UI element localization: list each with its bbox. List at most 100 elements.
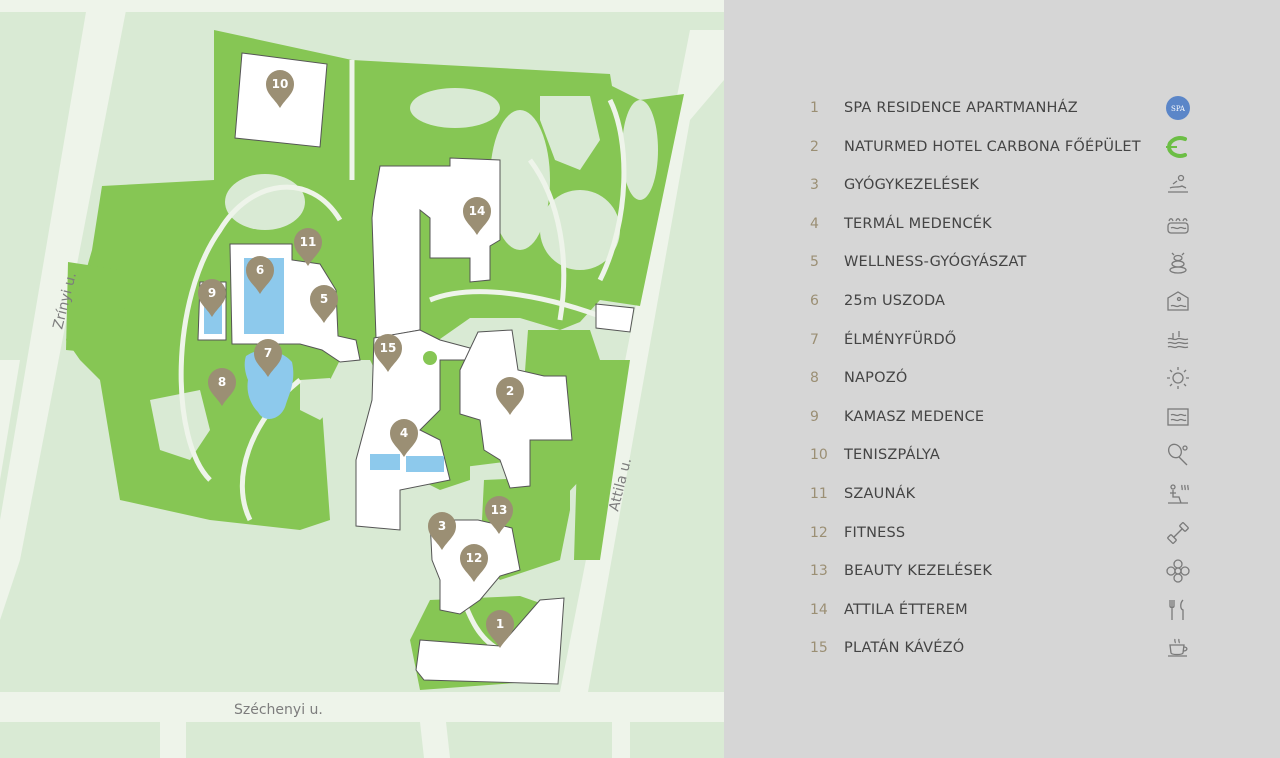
- map-pin-5[interactable]: 5: [310, 285, 338, 323]
- map-pin-12[interactable]: 12: [460, 544, 488, 582]
- legend-label: GYÓGYKEZELÉSEK: [844, 177, 980, 194]
- map-pin-number: 7: [264, 346, 272, 360]
- legend-item-8[interactable]: 8 NAPOZÓ: [810, 363, 1210, 393]
- map-canvas: Zrínyi u. Attila u. Széchenyi u. 1234567…: [0, 0, 724, 758]
- spa-logo-icon: SPA: [1164, 94, 1192, 122]
- thermal-pool-icon: [1164, 210, 1192, 238]
- map-pin-6[interactable]: 6: [246, 256, 274, 294]
- map-pin-marker: [198, 279, 226, 317]
- legend-item-9[interactable]: 9 KAMASZ MEDENCE: [810, 402, 1210, 432]
- map-pin-4[interactable]: 4: [390, 419, 418, 457]
- legend-item-15[interactable]: 15 PLATÁN KÁVÉZÓ: [810, 633, 1210, 663]
- lawns: [150, 88, 658, 460]
- map-pin-number: 14: [469, 204, 486, 218]
- map-pin-number: 10: [272, 77, 289, 91]
- legend-label: WELLNESS-GYÓGYÁSZAT: [844, 254, 1027, 271]
- legend-number: 4: [810, 215, 819, 232]
- map-pin-7[interactable]: 7: [254, 339, 282, 377]
- map-pin-10[interactable]: 10: [266, 70, 294, 108]
- map-pin-marker: [486, 610, 514, 648]
- map-pin-1[interactable]: 1: [486, 610, 514, 648]
- sauna-icon: [1164, 480, 1192, 508]
- map-pin-marker: [463, 197, 491, 235]
- map-pin-11[interactable]: 11: [294, 228, 322, 266]
- map-pin-number: 8: [218, 375, 226, 389]
- legend-label: ÉLMÉNYFÜRDŐ: [844, 331, 957, 348]
- map-pin-number: 13: [491, 503, 508, 517]
- map-pin-number: 15: [380, 341, 397, 355]
- map-pin-14[interactable]: 14: [463, 197, 491, 235]
- legend-label: FITNESS: [844, 524, 906, 541]
- kiosk: [595, 303, 635, 333]
- legend-label: BEAUTY KEZELÉSEK: [844, 563, 993, 580]
- spa-logo-text: SPA: [1171, 105, 1186, 113]
- dumbbell-icon: [1164, 519, 1192, 547]
- legend-item-2[interactable]: 2 NATURMED HOTEL CARBONA FŐÉPÜLET: [810, 132, 1210, 162]
- pools: [204, 258, 444, 472]
- legend-number: 13: [810, 563, 828, 580]
- map-pin-2[interactable]: 2: [496, 377, 524, 415]
- tennis-racket-icon: [1164, 441, 1192, 469]
- map-pin-number: 2: [506, 384, 514, 398]
- map-pin-marker: [485, 496, 513, 534]
- map-pin-marker: [374, 334, 402, 372]
- map-pin-marker: [266, 70, 294, 108]
- map-pin-number: 4: [400, 426, 408, 440]
- legend-number: 8: [810, 370, 819, 387]
- legend-item-13[interactable]: 13 BEAUTY KEZELÉSEK: [810, 556, 1210, 586]
- legend-number: 11: [810, 486, 828, 502]
- legend-label: PLATÁN KÁVÉZÓ: [844, 640, 965, 657]
- legend-label: ATTILA ÉTTEREM: [844, 601, 968, 618]
- teen-pool-icon: [1164, 403, 1192, 431]
- building-2: [459, 329, 573, 489]
- legend-number: 2: [810, 138, 819, 155]
- road-szechenyi: [0, 692, 724, 722]
- map-pin-9[interactable]: 9: [198, 279, 226, 317]
- flower-icon: [1164, 557, 1192, 585]
- coffee-cup-icon: [1164, 634, 1192, 662]
- legend-label: KAMASZ MEDENCE: [844, 408, 985, 425]
- legend-item-4[interactable]: 4 TERMÁL MEDENCÉK: [810, 209, 1210, 239]
- map-pin-number: 9: [208, 286, 216, 300]
- legend-number: 7: [810, 331, 819, 348]
- legend-label: TERMÁL MEDENCÉK: [844, 215, 992, 232]
- map-pin-number: 1: [496, 617, 504, 631]
- legend-item-3[interactable]: 3 GYÓGYKEZELÉSEK: [810, 170, 1210, 200]
- legend-item-12[interactable]: 12 FITNESS: [810, 518, 1210, 548]
- map-pin-number: 3: [438, 519, 446, 533]
- legend-number: 3: [810, 177, 819, 194]
- map-pin-13[interactable]: 13: [485, 496, 513, 534]
- adventure-bath-icon: [1164, 326, 1192, 354]
- wellness-stones-icon: [1164, 248, 1192, 276]
- road-zrinyi: [0, 0, 128, 620]
- pool-adventure: [244, 350, 294, 419]
- carbona-logo-icon: [1164, 133, 1192, 161]
- map-pin-number: 5: [320, 292, 328, 306]
- legend-label: NAPOZÓ: [844, 370, 908, 387]
- legend-number: 15: [810, 640, 828, 657]
- legend-number: 12: [810, 524, 828, 541]
- legend-number: 9: [810, 408, 819, 425]
- map-pin-marker: [310, 285, 338, 323]
- indoor-pool-icon: [1164, 287, 1192, 315]
- map-pin-8[interactable]: 8: [208, 368, 236, 406]
- map-pin-marker: [496, 377, 524, 415]
- street-label-szechenyi: Széchenyi u.: [234, 702, 323, 718]
- legend-number: 1: [810, 100, 819, 116]
- map-pin-number: 6: [256, 263, 264, 277]
- legend-item-7[interactable]: 7 ÉLMÉNYFÜRDŐ: [810, 325, 1210, 355]
- map-pin-3[interactable]: 3: [428, 512, 456, 550]
- legend-label: NATURMED HOTEL CARBONA FŐÉPÜLET: [844, 138, 1141, 155]
- legend-number: 10: [810, 447, 828, 464]
- map-pin-number: 12: [466, 551, 483, 565]
- map-pin-15[interactable]: 15: [374, 334, 402, 372]
- sun-icon: [1164, 364, 1192, 392]
